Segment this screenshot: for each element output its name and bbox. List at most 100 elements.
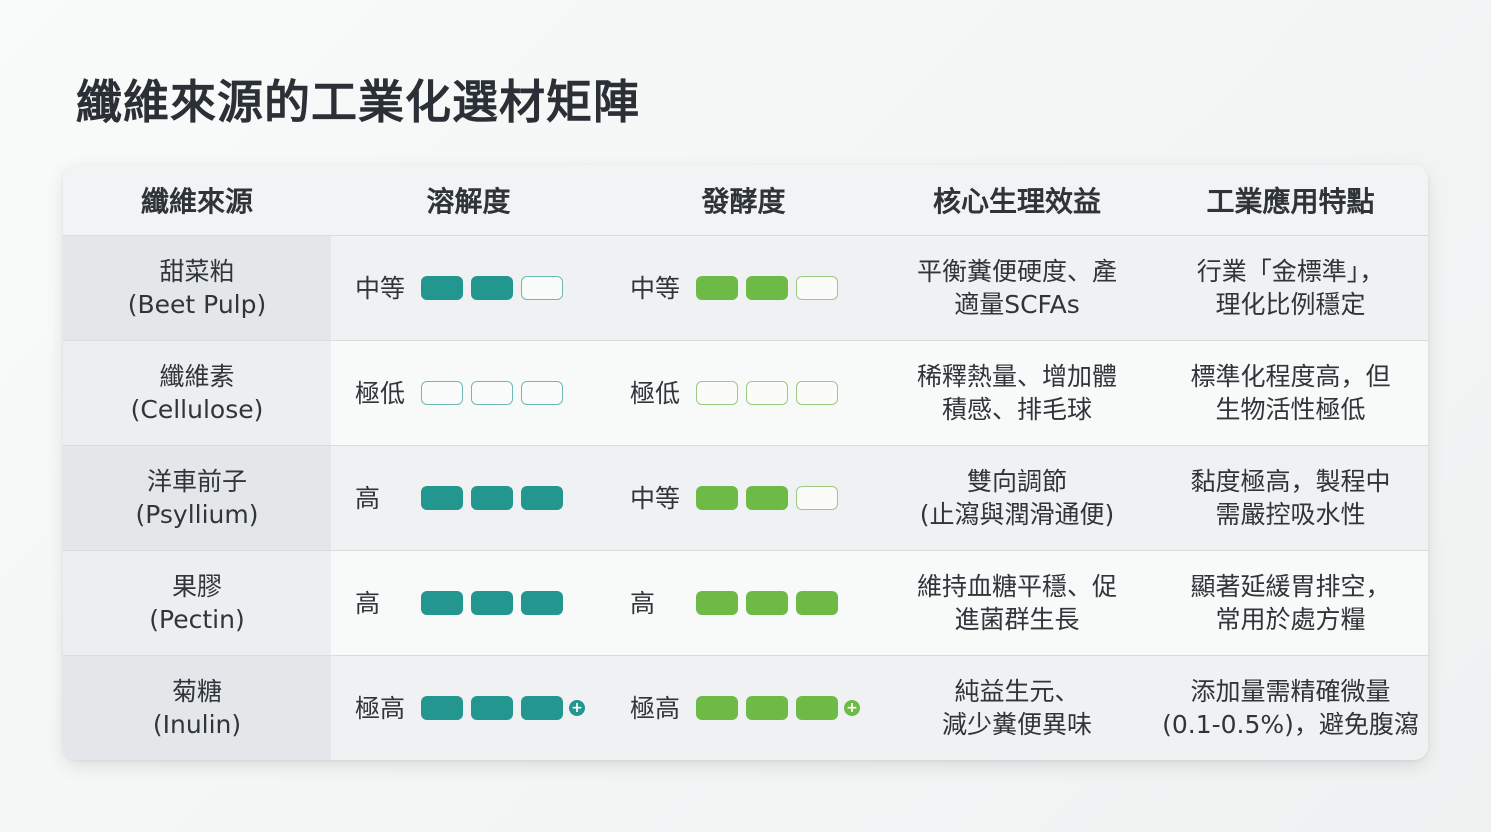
solubility-label: 極高 <box>355 693 406 723</box>
fiber-name: 纖維素 <box>159 362 235 391</box>
industrial-feature-line: 行業「金標準」， <box>1196 257 1385 286</box>
plus-icon: + <box>844 700 860 716</box>
industrial-feature-line: 需嚴控吸水性 <box>1215 500 1366 529</box>
core-benefit-cell: 雙向調節 (止瀉與潤滑通便) <box>881 446 1153 550</box>
fermentation-label: 極高 <box>630 693 681 723</box>
solubility-level-pill <box>421 696 463 720</box>
fermentation-label: 中等 <box>630 483 681 513</box>
solubility-level-pill <box>421 276 463 300</box>
fermentation-level-meter <box>696 276 838 300</box>
solubility-level-pill <box>521 276 563 300</box>
industrial-feature-line: 常用於處方糧 <box>1215 605 1366 634</box>
fermentation-cell: 中等 <box>606 236 881 340</box>
fiber-name: 甜菜粕 <box>159 257 235 286</box>
fermentation-level-pill <box>796 381 838 405</box>
solubility-level-meter <box>421 486 563 510</box>
fiber-latin-name: (Inulin) <box>152 710 242 739</box>
header-core-benefit: 核心生理效益 <box>932 185 1101 218</box>
fermentation-level-pill <box>746 276 788 300</box>
solubility-level-pill <box>471 276 513 300</box>
fiber-source-cell: 果膠 (Pectin) <box>63 551 331 655</box>
fiber-name: 洋車前子 <box>146 467 247 496</box>
fermentation-level-meter <box>696 486 838 510</box>
fiber-source-cell: 菊糖 (Inulin) <box>63 656 331 760</box>
industrial-feature-cell: 添加量需精確微量 (0.1-0.5%)，避免腹瀉 <box>1153 656 1428 760</box>
header-industrial-feature: 工業應用特點 <box>1206 185 1375 218</box>
fermentation-level-pill <box>796 276 838 300</box>
solubility-label: 高 <box>355 588 381 618</box>
core-benefit-line: 平衡糞便硬度、產 <box>916 257 1117 286</box>
fiber-latin-name: (Beet Pulp) <box>127 290 267 319</box>
fiber-source-cell: 纖維素 (Cellulose) <box>63 341 331 445</box>
header-fiber-source: 纖維來源 <box>140 185 253 218</box>
table-row: 纖維素(Cellulose)極低極低稀釋熱量、增加體積感、排毛球標準化程度高，但… <box>63 341 1428 446</box>
table-row: 果膠(Pectin)高高維持血糖平穩、促進菌群生長顯著延緩胃排空，常用於處方糧 <box>63 551 1428 656</box>
core-benefit-cell: 維持血糖平穩、促進菌群生長 <box>881 551 1153 655</box>
fermentation-level-pill <box>696 276 738 300</box>
header-solubility: 溶解度 <box>426 185 511 218</box>
core-benefit-line: 維持血糖平穩、促 <box>916 572 1117 601</box>
solubility-cell: 極高 + <box>331 656 606 760</box>
fermentation-level-pill <box>746 381 788 405</box>
core-benefit-line: 進菌群生長 <box>954 605 1080 634</box>
fermentation-level-pill <box>696 486 738 510</box>
solubility-level-pill <box>421 381 463 405</box>
fiber-name: 果膠 <box>171 572 222 601</box>
fiber-matrix-table: 纖維來源 溶解度 發酵度 核心生理效益 工業應用特點 甜菜粕 (Beet Pulp… <box>63 165 1428 760</box>
header-fermentation: 發酵度 <box>701 185 786 218</box>
fermentation-level-meter <box>696 381 838 405</box>
fermentation-label: 高 <box>630 588 656 618</box>
solubility-level-pill <box>521 381 563 405</box>
table-row: 菊糖 (Inulin) 極高 + 極高 + 純益生元、減少糞便異味 添加量需精確微量 (0.1-… <box>63 656 1428 760</box>
fermentation-level-pill <box>696 591 738 615</box>
fiber-source-cell: 甜菜粕 (Beet Pulp) <box>63 236 331 340</box>
fiber-latin-name: (Pectin) <box>149 605 245 634</box>
solubility-cell: 高 <box>331 551 606 655</box>
fermentation-level-pill <box>696 696 738 720</box>
core-benefit-line: 稀釋熱量、增加體 <box>916 362 1117 391</box>
core-benefit-line: 適量SCFAs <box>954 290 1080 319</box>
solubility-level-pill <box>471 486 513 510</box>
fermentation-cell: 中等 <box>606 446 881 550</box>
fermentation-level-pill <box>796 486 838 510</box>
solubility-level-meter: + <box>421 696 585 720</box>
solubility-level-pill <box>421 591 463 615</box>
core-benefit-cell: 純益生元、減少糞便異味 <box>881 656 1153 760</box>
fermentation-level-pill <box>796 591 838 615</box>
core-benefit-cell: 稀釋熱量、增加體積感、排毛球 <box>881 341 1153 445</box>
fiber-name: 菊糖 <box>171 677 222 706</box>
fermentation-cell: 極低 <box>606 341 881 445</box>
industrial-feature-line: 添加量需精確微量 <box>1190 677 1391 706</box>
core-benefit-line: 積感、排毛球 <box>941 395 1092 424</box>
industrial-feature-cell: 行業「金標準」， 理化比例穩定 <box>1153 236 1428 340</box>
solubility-level-meter <box>421 381 563 405</box>
core-benefit-line: (止瀉與潤滑通便) <box>919 500 1115 529</box>
core-benefit-cell: 平衡糞便硬度、產適量SCFAs <box>881 236 1153 340</box>
solubility-level-pill <box>521 696 563 720</box>
solubility-level-meter <box>421 276 563 300</box>
table-header-row: 纖維來源 溶解度 發酵度 核心生理效益 工業應用特點 <box>63 165 1428 236</box>
fiber-latin-name: (Cellulose) <box>130 395 264 424</box>
industrial-feature-line: 黏度極高，製程中 <box>1190 467 1391 496</box>
table-row: 洋車前子 (Psyllium) 高中等 雙向調節 (止瀉與潤滑通便) 黏度極高，製程中需嚴… <box>63 446 1428 551</box>
industrial-feature-line: 生物活性極低 <box>1215 395 1366 424</box>
solubility-level-pill <box>471 591 513 615</box>
solubility-level-meter <box>421 591 563 615</box>
core-benefit-line: 減少糞便異味 <box>941 710 1092 739</box>
fermentation-level-pill <box>746 486 788 510</box>
solubility-level-pill <box>421 486 463 510</box>
fiber-latin-name: (Psyllium) <box>135 500 259 529</box>
solubility-cell: 高 <box>331 446 606 550</box>
industrial-feature-cell: 顯著延緩胃排空，常用於處方糧 <box>1153 551 1428 655</box>
solubility-level-pill <box>521 591 563 615</box>
industrial-feature-line: (0.1-0.5%)，避免腹瀉 <box>1162 710 1419 739</box>
fermentation-label: 極低 <box>630 378 681 408</box>
plus-icon: + <box>569 700 585 716</box>
industrial-feature-line: 理化比例穩定 <box>1215 290 1366 319</box>
solubility-level-pill <box>471 381 513 405</box>
core-benefit-line: 雙向調節 <box>966 467 1067 496</box>
fermentation-level-meter: + <box>696 696 860 720</box>
solubility-cell: 中等 <box>331 236 606 340</box>
fermentation-level-meter <box>696 591 838 615</box>
